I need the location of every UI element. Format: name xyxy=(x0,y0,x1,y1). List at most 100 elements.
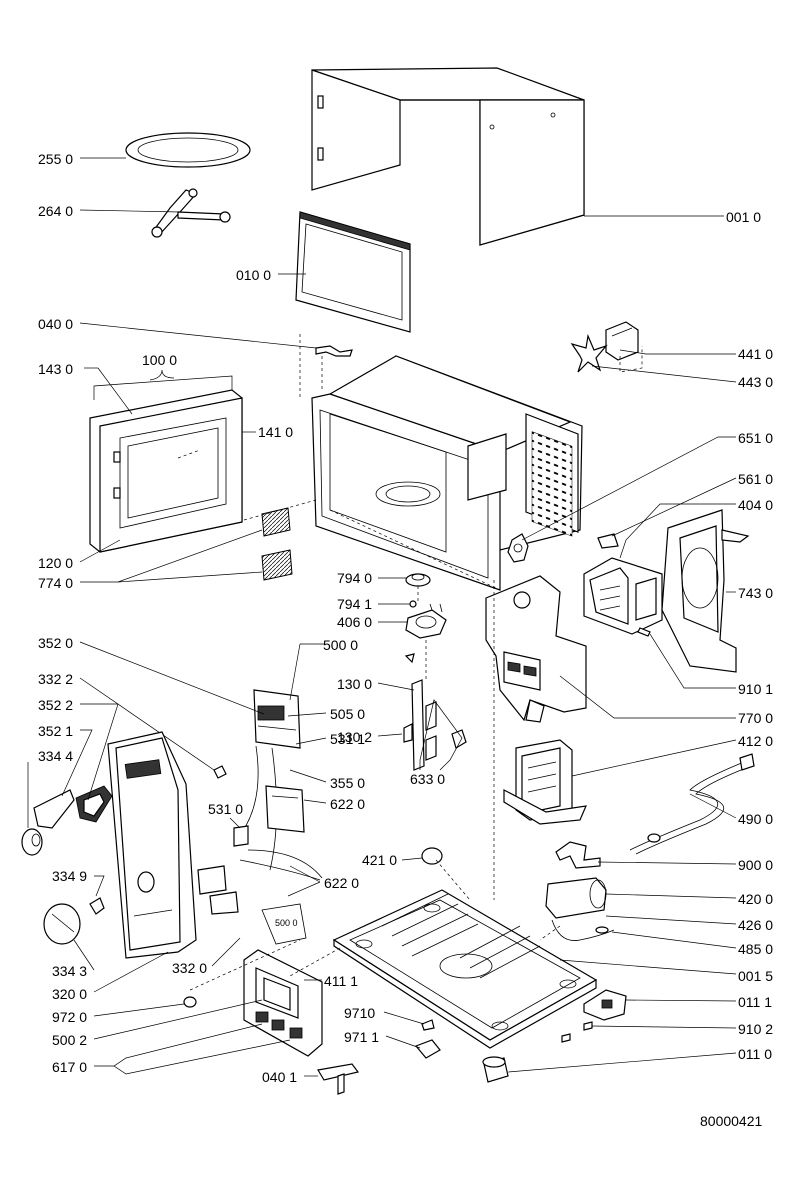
callout-label-l3550: 355 0 xyxy=(330,775,366,791)
latch-spring xyxy=(315,345,353,357)
callout-label-l7941: 794 1 xyxy=(337,596,373,612)
callout-label-l1300: 130 0 xyxy=(337,676,373,692)
callout-label-l5610: 561 0 xyxy=(738,471,774,487)
door-frame xyxy=(295,211,411,333)
callout-label-l9710: 9710 xyxy=(344,1005,376,1021)
door-assembly xyxy=(89,389,243,553)
callout-label-l4430: 443 0 xyxy=(738,374,774,390)
callout-label-l3322: 332 2 xyxy=(38,671,74,687)
switch-bracket xyxy=(403,679,467,771)
oven-cavity xyxy=(311,355,583,591)
part-9710 xyxy=(421,1019,435,1031)
callout-label-l9711: 971 1 xyxy=(344,1029,380,1045)
callout-label-l4260: 426 0 xyxy=(738,917,774,933)
motor-washer xyxy=(409,600,417,608)
callout-label-l3320: 332 0 xyxy=(172,960,208,976)
callout-label-l2550: 255 0 xyxy=(38,151,74,167)
callout-label-l2640: 264 0 xyxy=(38,203,74,219)
callout-label-l0401: 040 1 xyxy=(262,1069,298,1085)
callout-label-l5000b: 500 0 xyxy=(275,918,298,928)
filter-412-0 xyxy=(503,739,587,825)
callout-label-l0100: 010 0 xyxy=(236,267,272,283)
callout-label-l4900: 490 0 xyxy=(738,811,774,827)
relay-board xyxy=(265,785,305,833)
callout-label-l6220b: 622 0 xyxy=(324,875,360,891)
button-352-2 xyxy=(75,785,113,823)
callout-label-l7430: 743 0 xyxy=(738,585,774,601)
callout-label-l3349: 334 9 xyxy=(52,868,88,884)
callout-label-l3521: 352 1 xyxy=(38,723,74,739)
callout-label-l3522: 352 2 xyxy=(38,697,74,713)
roller-support xyxy=(151,188,231,238)
callout-label-l6220: 622 0 xyxy=(330,796,366,812)
callout-label-l6330: 633 0 xyxy=(410,771,446,787)
callout-label-l5310: 531 0 xyxy=(208,801,244,817)
callout-label-l3520: 352 0 xyxy=(38,635,74,651)
knob-334-4 xyxy=(21,828,43,856)
fuse-holder-421-0 xyxy=(421,847,443,865)
waveguide-bracket xyxy=(485,575,587,723)
connector-531-0 xyxy=(233,825,249,847)
callout-label-l0010: 001 0 xyxy=(726,209,762,225)
bracket-040-1 xyxy=(317,1063,360,1095)
callout-label-l3200: 320 0 xyxy=(52,986,88,1002)
knob-spring-334-9 xyxy=(89,897,105,915)
callout-label-l7700: 770 0 xyxy=(738,710,774,726)
foot-011-1 xyxy=(583,989,627,1021)
turntable-motor xyxy=(405,603,447,639)
clip-332-2 xyxy=(213,765,227,779)
callout-label-l4200: 420 0 xyxy=(738,891,774,907)
capacitor-clamp xyxy=(555,841,601,869)
callout-label-l80000421: 80000421 xyxy=(700,1113,763,1129)
callout-label-l5000: 500 0 xyxy=(323,637,359,653)
callout-label-l9720: 972 0 xyxy=(52,1009,88,1025)
air-duct xyxy=(661,509,750,673)
callout-label-l4060: 406 0 xyxy=(337,614,373,630)
hv-diode xyxy=(551,919,615,941)
callout-label-l7740: 774 0 xyxy=(38,575,74,591)
callout-label-l4111: 411 1 xyxy=(324,973,358,989)
screw-910-2 xyxy=(561,1021,593,1043)
callout-label-l1302: 130 2 xyxy=(337,729,373,745)
coupler xyxy=(405,573,431,587)
screw-910-1 xyxy=(637,627,651,637)
part-971-1 xyxy=(414,1039,441,1059)
knob-334-3 xyxy=(43,903,81,945)
callout-label-l0110: 011 0 xyxy=(738,1046,772,1062)
thermal-cutout xyxy=(597,533,619,549)
callout-label-l5311: 531 1 xyxy=(330,731,366,747)
mica-covers xyxy=(261,507,293,581)
callout-label-l7940: 794 0 xyxy=(337,570,373,586)
callout-label-l5050: 505 0 xyxy=(330,706,366,722)
fan-motor xyxy=(605,321,639,361)
callout-label-l3343: 334 3 xyxy=(52,963,88,979)
hv-transformer xyxy=(583,557,663,635)
wire-harness xyxy=(239,849,323,881)
callout-label-l1430: 143 0 xyxy=(38,361,74,377)
callout-label-l9102: 910 2 xyxy=(738,1021,774,1037)
callout-label-l3344: 334 4 xyxy=(38,748,74,764)
base-plate xyxy=(332,889,598,1049)
callout-label-l5002: 500 2 xyxy=(52,1032,88,1048)
control-circuit-board xyxy=(253,689,301,749)
foot-011-0 xyxy=(482,1056,509,1083)
callout-label-l9101: 910 1 xyxy=(738,681,774,697)
power-cord xyxy=(629,753,755,855)
callout-label-l1200: 120 0 xyxy=(38,555,74,571)
callout-label-l6170: 617 0 xyxy=(52,1059,88,1075)
callout-label-l4850: 485 0 xyxy=(738,941,774,957)
callout-label-l4210: 421 0 xyxy=(362,852,398,868)
callout-label-l9000: 900 0 xyxy=(738,857,774,873)
button-352-1 xyxy=(33,789,75,829)
callout-label-l0111: 011 1 xyxy=(738,994,772,1010)
lamp-holder xyxy=(507,533,529,563)
callout-label-l1000: 100 0 xyxy=(142,352,178,368)
outer-case xyxy=(311,67,585,246)
callout-label-l1410: 141 0 xyxy=(258,424,294,440)
fuse-972-0 xyxy=(183,996,197,1008)
control-panel xyxy=(107,731,197,959)
callout-label-l0400: 040 0 xyxy=(38,316,74,332)
power-board xyxy=(243,949,323,1057)
turntable-plate xyxy=(125,132,251,168)
